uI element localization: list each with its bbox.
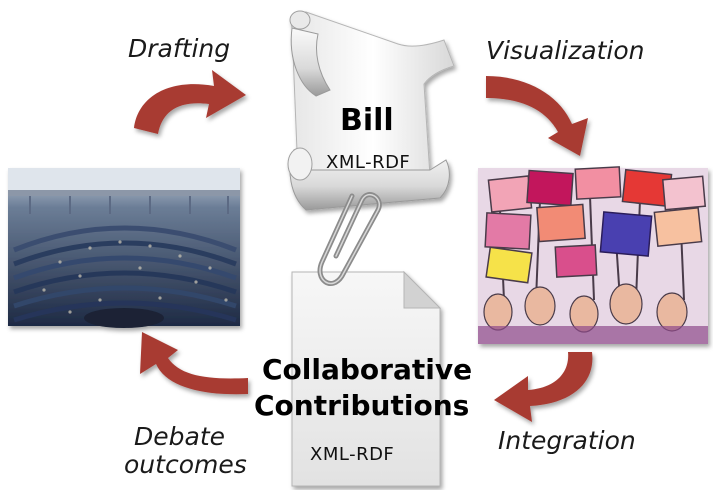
- contributions-title-line1: Collaborative: [262, 353, 473, 386]
- contributions-document: [291, 270, 442, 487]
- integration-label: Integration: [498, 426, 636, 455]
- contributions-format: XML-RDF: [310, 444, 395, 465]
- bill-format: XML-RDF: [326, 152, 411, 173]
- arrow-integration: [494, 352, 593, 422]
- debate-label-line1: Debate: [134, 422, 226, 451]
- parliament-photo: [8, 168, 240, 328]
- contributions-title-line2: Contributions: [254, 389, 470, 422]
- bill-title: Bill: [340, 103, 394, 138]
- arrow-visualization: [486, 76, 588, 156]
- bill-scroll: [287, 10, 455, 211]
- drafting-label: Drafting: [128, 34, 231, 63]
- protest-illustration: [478, 166, 708, 344]
- arrow-debate: [140, 332, 248, 395]
- arrow-drafting: [134, 70, 246, 134]
- debate-label-line2: outcomes: [124, 450, 247, 479]
- visualization-label: Visualization: [486, 36, 645, 65]
